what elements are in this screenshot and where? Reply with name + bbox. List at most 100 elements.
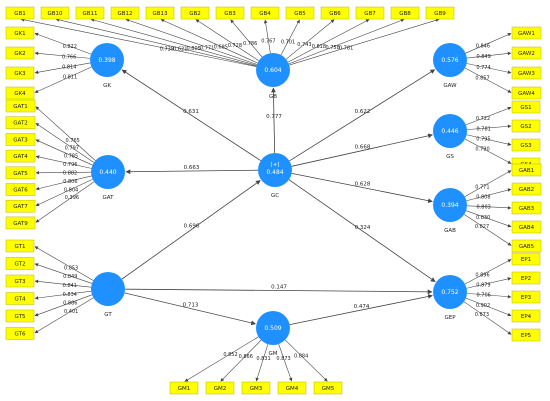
construct-gc[interactable] — [258, 153, 292, 187]
loading-value: 0.896 — [475, 273, 489, 279]
indicator-box-ep4[interactable] — [511, 309, 541, 323]
indicator-box-gb10[interactable] — [40, 6, 70, 20]
path-coefficient: 0.622 — [355, 109, 371, 115]
indicator-box-gat3[interactable] — [5, 133, 36, 146]
indicator-box-gk4[interactable] — [5, 86, 35, 100]
indicator-box-gaw1[interactable] — [511, 26, 542, 40]
indicator-label: GT6 — [15, 332, 26, 338]
indicator-box-gb6[interactable] — [320, 6, 350, 20]
indicator-label: GB12 — [117, 11, 132, 17]
loading-arrow — [220, 339, 262, 382]
indicator-box-gaw3[interactable] — [511, 66, 542, 80]
indicator-box-gb12[interactable] — [110, 6, 140, 20]
indicator-box-gk2[interactable] — [5, 46, 35, 60]
indicator-box-ep2[interactable] — [511, 271, 541, 285]
indicator-label: GT3 — [15, 279, 26, 285]
indicator-box-gat1[interactable] — [5, 99, 36, 113]
construct-gm[interactable] — [256, 311, 290, 345]
indicator-box-ep5[interactable] — [511, 328, 541, 342]
construct-r2-value: 0.394 — [441, 202, 458, 209]
indicator-box-gb13[interactable] — [145, 6, 175, 20]
loading-value: 0.857 — [475, 75, 489, 81]
indicator-box-gm3[interactable] — [241, 381, 271, 395]
construct-gat[interactable] — [91, 155, 125, 189]
indicator-box-gs1[interactable] — [511, 100, 541, 114]
construct-label: GT — [104, 312, 112, 318]
indicator-label: GT5 — [15, 314, 26, 320]
indicator-box-gt2[interactable] — [5, 257, 35, 270]
indicator-box-ep1[interactable] — [511, 252, 541, 266]
indicator-label: GB6 — [329, 11, 341, 17]
indicator-box-gt1[interactable] — [5, 239, 35, 253]
indicator-box-gab5[interactable] — [511, 239, 542, 253]
indicator-box-gb11[interactable] — [75, 6, 105, 20]
indicator-box-gat7[interactable] — [5, 199, 36, 213]
indicator-box-gb4[interactable] — [250, 6, 280, 20]
construct-gab[interactable] — [433, 188, 467, 222]
loading-arrow — [465, 106, 512, 126]
loading-arrow — [464, 67, 512, 93]
indicator-box-gab3[interactable] — [511, 201, 542, 215]
construct-label: GK — [103, 83, 111, 89]
indicator-box-gat6[interactable] — [5, 183, 36, 196]
loading-arrow — [34, 32, 92, 55]
indicator-box-gm5[interactable] — [313, 381, 343, 395]
indicator-box-gs2[interactable] — [511, 119, 541, 133]
construct-label: GC — [271, 193, 279, 199]
indicator-box-gb9[interactable] — [425, 6, 455, 20]
indicator-box-gk1[interactable] — [5, 26, 35, 40]
loading-value: 0.814 — [62, 65, 76, 71]
indicator-box-gm2[interactable] — [205, 381, 235, 395]
indicator-box-gaw4[interactable] — [511, 86, 542, 100]
indicator-box-gb1[interactable] — [5, 6, 35, 20]
loading-arrow — [255, 344, 269, 382]
indicator-box-gk3[interactable] — [5, 66, 35, 80]
indicator-box-gs3[interactable] — [511, 138, 541, 152]
loading-arrow — [230, 19, 263, 58]
indicator-box-gab4[interactable] — [511, 220, 542, 234]
construct-gk[interactable] — [90, 43, 124, 77]
construct-gb[interactable] — [256, 53, 290, 87]
indicator-box-gab2[interactable] — [511, 182, 542, 196]
path-gc-gab — [291, 172, 433, 203]
loading-value: 0.831 — [256, 356, 270, 362]
indicator-box-gt4[interactable] — [5, 292, 35, 305]
indicator-box-gb7[interactable] — [355, 6, 385, 20]
loading-value: 0.758 — [325, 45, 339, 51]
loading-arrow — [34, 290, 92, 300]
indicator-box-gm1[interactable] — [169, 381, 199, 395]
indicator-box-gb8[interactable] — [390, 6, 420, 20]
construct-label: GAW — [443, 83, 457, 89]
indicator-box-gat5[interactable] — [5, 166, 36, 180]
construct-gaw[interactable] — [433, 43, 467, 77]
loading-value: 0.830 — [476, 215, 490, 221]
indicator-box-ep3[interactable] — [511, 290, 541, 304]
indicator-box-gb2[interactable] — [180, 6, 210, 20]
indicator-box-gaw2[interactable] — [511, 46, 542, 60]
indicator-label: GAT3 — [13, 137, 28, 143]
indicator-box-gat4[interactable] — [5, 149, 36, 163]
indicator-box-gab1[interactable] — [511, 163, 542, 177]
indicator-box-gt5[interactable] — [5, 309, 35, 323]
construct-gt[interactable] — [91, 272, 125, 306]
construct-gs[interactable] — [433, 114, 467, 148]
loading-arrow — [35, 178, 93, 207]
indicator-label: GAT7 — [13, 204, 28, 210]
indicator-box-gt3[interactable] — [5, 274, 35, 288]
indicator-box-gat9[interactable] — [5, 216, 36, 230]
indicator-box-gb5[interactable] — [285, 6, 315, 20]
loading-value: 0.785 — [64, 153, 78, 159]
indicator-box-gt6[interactable] — [5, 327, 35, 340]
indicator-box-gm4[interactable] — [277, 381, 307, 395]
construct-r2-value: 0.752 — [441, 289, 458, 296]
indicator-box-gb3[interactable] — [215, 6, 245, 20]
loading-value: 0.774 — [476, 65, 490, 71]
loading-value: 0.882 — [63, 170, 77, 176]
loading-value: 0.841 — [63, 283, 77, 289]
indicator-label: GAB1 — [519, 168, 534, 174]
loading-value: 0.790 — [475, 146, 489, 152]
indicator-label: EP2 — [521, 276, 531, 282]
path-coefficient: 0.713 — [183, 303, 199, 309]
indicator-box-gat2[interactable] — [5, 116, 36, 129]
construct-gep[interactable] — [433, 275, 467, 309]
